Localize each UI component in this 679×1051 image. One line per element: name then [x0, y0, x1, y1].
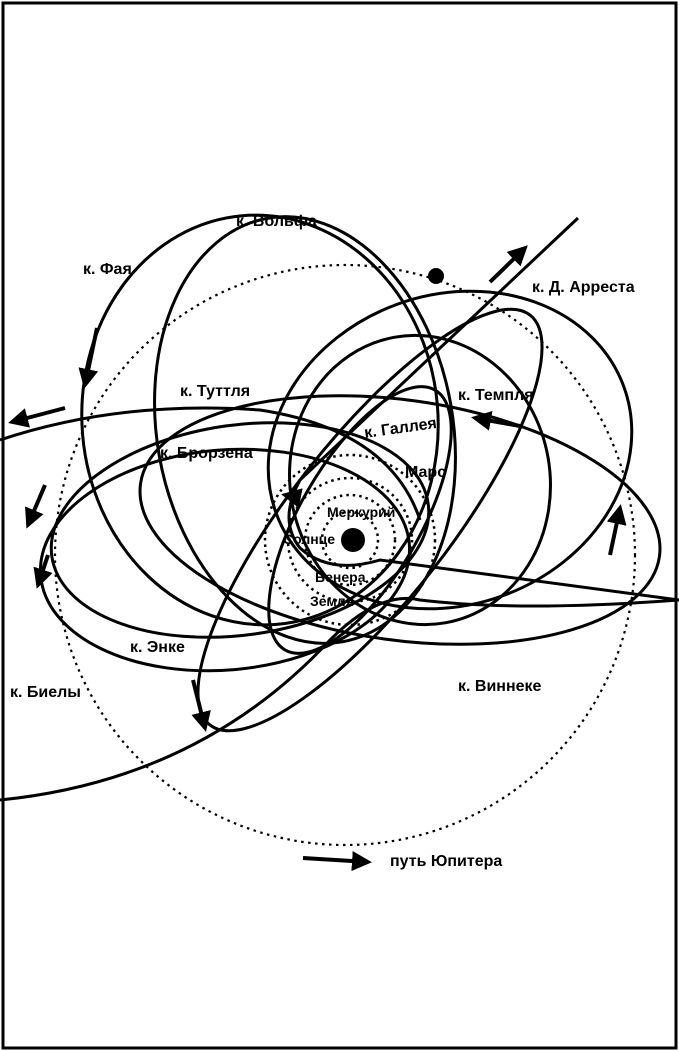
- inner-direction-arrow: [281, 488, 303, 508]
- label-sun: Солнце: [283, 531, 335, 547]
- label-jupiter-path: путь Юпитера: [390, 853, 502, 870]
- label-winnecke: к. Виннеке: [458, 678, 542, 695]
- label-earth: Земля: [310, 593, 354, 609]
- encke-direction-arrow: [33, 554, 53, 589]
- jupiter-orbit: [53, 263, 637, 847]
- label-wolf: к. Вольфа: [236, 213, 317, 230]
- faye-direction-arrow: [78, 327, 99, 389]
- label-brorsen: к. Брорзена: [160, 445, 253, 462]
- tempel-direction-arrow: [471, 410, 521, 431]
- label-biela: к. Биелы: [10, 684, 81, 701]
- biela-orbit: [0, 596, 679, 802]
- label-venus: Венера: [315, 569, 366, 585]
- earth-orbit: [286, 476, 414, 604]
- jupiter-direction-arrow: [302, 851, 372, 871]
- tuttle-direction-arrow: [8, 406, 66, 428]
- label-tuttle: к. Туттля: [180, 383, 250, 400]
- tuttle-orbit: [0, 406, 422, 521]
- label-mercury: Меркурий: [327, 504, 395, 520]
- label-tempel: к. Темпля: [458, 387, 534, 404]
- wolf-orbit: [153, 215, 457, 645]
- winnecke-direction-arrow: [606, 504, 627, 556]
- mercury-orbit: [320, 510, 380, 570]
- brorsen-direction-arrow: [25, 484, 47, 529]
- label-encke: к. Энке: [130, 639, 185, 656]
- sun: [341, 528, 365, 552]
- inner-slanted-orbit: [267, 385, 453, 655]
- label-halley: к. Галлея: [363, 415, 438, 442]
- winnecke-orbit: [138, 394, 662, 646]
- label-faye: к. Фая: [83, 261, 132, 278]
- venus-orbit: [303, 493, 397, 587]
- halley-direction-arrow: [488, 245, 528, 284]
- label-darrest: к. Д. Арреста: [532, 279, 635, 296]
- jupiter-planet: [428, 268, 444, 284]
- label-mars: Марс: [405, 464, 446, 481]
- mars-orbit: [263, 453, 437, 627]
- slanted-comet-orbit: [196, 307, 544, 733]
- biela-direction-arrow: [191, 679, 211, 732]
